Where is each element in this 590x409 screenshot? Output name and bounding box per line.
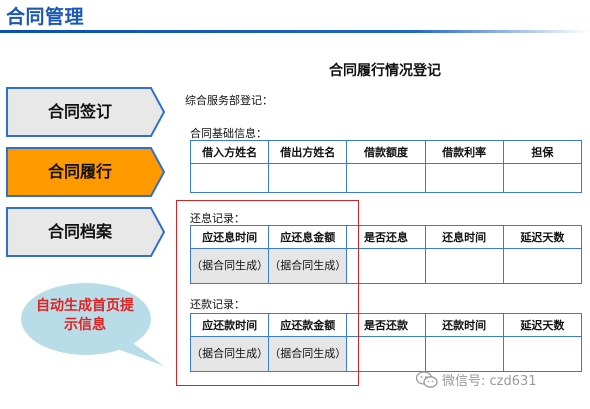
table-row (189, 163, 583, 193)
interest-record-table: 应还息时间 应还息金额 是否还息 还息时间 延迟天数 （据合同生成） （据合同生… (189, 225, 583, 284)
nav-item-contract-signing[interactable]: 合同签订 (6, 87, 166, 137)
column-header: 借入方姓名 (189, 140, 270, 164)
column-header: 延迟天数 (502, 313, 583, 337)
watermark-text: 微信号: czd631 (442, 374, 537, 389)
table-header-row: 应还款时间 应还款金额 是否还款 还款时间 延迟天数 (189, 313, 583, 337)
table-header-row: 应还息时间 应还息金额 是否还息 还息时间 延迟天数 (189, 225, 583, 249)
repaid-cell[interactable] (346, 336, 426, 372)
chevron-shape (6, 87, 166, 137)
due-interest-amount-cell: （据合同生成） (268, 248, 348, 284)
basic-info-label: 合同基础信息： (190, 127, 267, 140)
column-header: 应还款时间 (189, 313, 270, 337)
registration-label: 综合服务部登记： (185, 94, 273, 107)
repayment-record-table: 应还款时间 应还款金额 是否还款 还款时间 延迟天数 （据合同生成） （据合同生… (189, 313, 583, 372)
column-header: 还息时间 (424, 225, 504, 249)
column-header: 应还款金额 (268, 313, 348, 337)
delay-days-cell[interactable] (502, 248, 583, 284)
loan-amount-cell[interactable] (346, 163, 426, 193)
title-divider (0, 30, 590, 33)
column-header: 应还息金额 (268, 225, 348, 249)
column-header: 担保 (502, 140, 583, 164)
lender-name-cell[interactable] (268, 163, 348, 193)
column-header: 延迟天数 (502, 225, 583, 249)
column-header: 借款额度 (346, 140, 426, 164)
nav-item-label: 合同档案 (47, 222, 112, 241)
watermark: 微信号: czd631 (415, 370, 537, 394)
due-interest-time-cell: （据合同生成） (189, 248, 270, 284)
borrower-name-cell[interactable] (189, 163, 270, 193)
delay-days-cell[interactable] (502, 336, 583, 372)
nav-item-contract-performance[interactable]: 合同履行 (6, 147, 166, 197)
form-heading: 合同履行情况登记 (329, 63, 441, 79)
column-header: 是否还息 (346, 225, 426, 249)
table-row: （据合同生成） （据合同生成） (189, 248, 583, 284)
page-title: 合同管理 (6, 6, 85, 28)
wechat-icon (415, 370, 438, 393)
table-row: （据合同生成） （据合同生成） (189, 336, 583, 372)
auto-generated-highlight-frame (176, 200, 359, 386)
chevron-shape (6, 147, 166, 197)
interest-paid-time-cell[interactable] (424, 248, 504, 284)
chevron-shape (6, 207, 166, 257)
column-header: 还款时间 (424, 313, 504, 337)
interest-record-label: 还息记录： (190, 212, 245, 225)
callout-bubble: 自动生成首页提示信息 (14, 280, 164, 380)
callout-text: 自动生成首页提示信息 (36, 298, 134, 333)
callout-shape (21, 283, 164, 366)
repayment-time-cell[interactable] (424, 336, 504, 372)
column-header: 借出方姓名 (268, 140, 348, 164)
due-repayment-amount-cell: （据合同生成） (268, 336, 348, 372)
basic-info-table: 借入方姓名 借出方姓名 借款额度 借款利率 担保 (189, 140, 583, 193)
interest-paid-cell[interactable] (346, 248, 426, 284)
column-header: 是否还款 (346, 313, 426, 337)
repayment-record-label: 还款记录： (190, 298, 245, 311)
table-header-row: 借入方姓名 借出方姓名 借款额度 借款利率 担保 (189, 140, 583, 164)
nav-item-label: 合同签订 (47, 102, 112, 121)
column-header: 借款利率 (424, 140, 504, 164)
guarantee-cell[interactable] (502, 163, 583, 193)
nav-item-contract-archive[interactable]: 合同档案 (6, 207, 166, 257)
interest-rate-cell[interactable] (424, 163, 504, 193)
column-header: 应还息时间 (189, 225, 270, 249)
nav-item-label: 合同履行 (47, 162, 112, 181)
